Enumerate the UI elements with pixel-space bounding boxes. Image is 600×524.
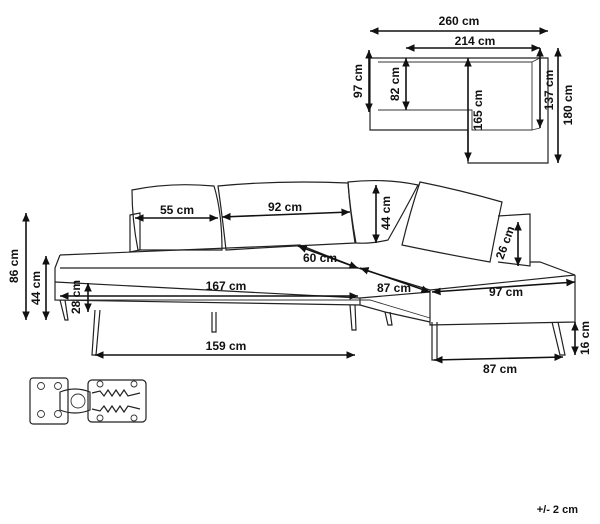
floor-plan: 260 cm 214 cm 97 cm 82 cm 165 cm 137 cm … — [351, 14, 575, 164]
connector-bracket-detail — [29, 377, 147, 425]
seat-thickness-label: 28 cm — [69, 280, 83, 314]
leg — [431, 322, 438, 361]
total-height-label: 86 cm — [7, 249, 21, 283]
back-cushion-middle — [217, 181, 356, 251]
seat-height-label: 44 cm — [29, 271, 43, 305]
leg-height-label: 16 cm — [578, 321, 592, 355]
cushion-width-a-label: 55 cm — [160, 203, 194, 217]
corner-depth-label: 60 cm — [303, 251, 337, 265]
plan-inner-outline — [378, 61, 533, 131]
plan-left-inner-height-label: 82 cm — [388, 67, 402, 101]
sofa-drawing — [54, 179, 576, 361]
cushion-width-b-label: 92 cm — [268, 200, 302, 214]
plan-chaise-length-label: 165 cm — [471, 90, 485, 131]
plan-inner-width-label: 214 cm — [455, 34, 496, 48]
base-width-label: 159 cm — [206, 339, 247, 353]
back-cushion-left — [131, 184, 223, 251]
plan-total-depth-label: 180 cm — [561, 85, 575, 126]
leg — [211, 312, 217, 333]
back-cushion-right — [401, 181, 503, 263]
leg — [349, 304, 357, 331]
plan-right-inner-height-label: 137 cm — [542, 70, 556, 111]
chaise-length-label: 97 cm — [489, 285, 523, 299]
leg — [59, 299, 69, 321]
chaise-width-label: 87 cm — [377, 281, 411, 295]
leg — [91, 309, 101, 356]
plan-outline — [369, 57, 549, 164]
back-cushion-corner — [347, 179, 419, 244]
seat-width-label: 167 cm — [206, 279, 247, 293]
plan-left-height-label: 97 cm — [351, 64, 365, 98]
cushion-height-label: 44 cm — [379, 196, 393, 230]
plan-total-width-label: 260 cm — [439, 14, 480, 28]
sofa-dimensions: 55 cm 92 cm 44 cm 86 cm 44 cm 167 cm 28 … — [7, 185, 592, 376]
chaise-base-width-label: 87 cm — [483, 362, 517, 376]
leg — [551, 321, 566, 356]
tolerance-note: +/- 2 cm — [536, 504, 578, 516]
